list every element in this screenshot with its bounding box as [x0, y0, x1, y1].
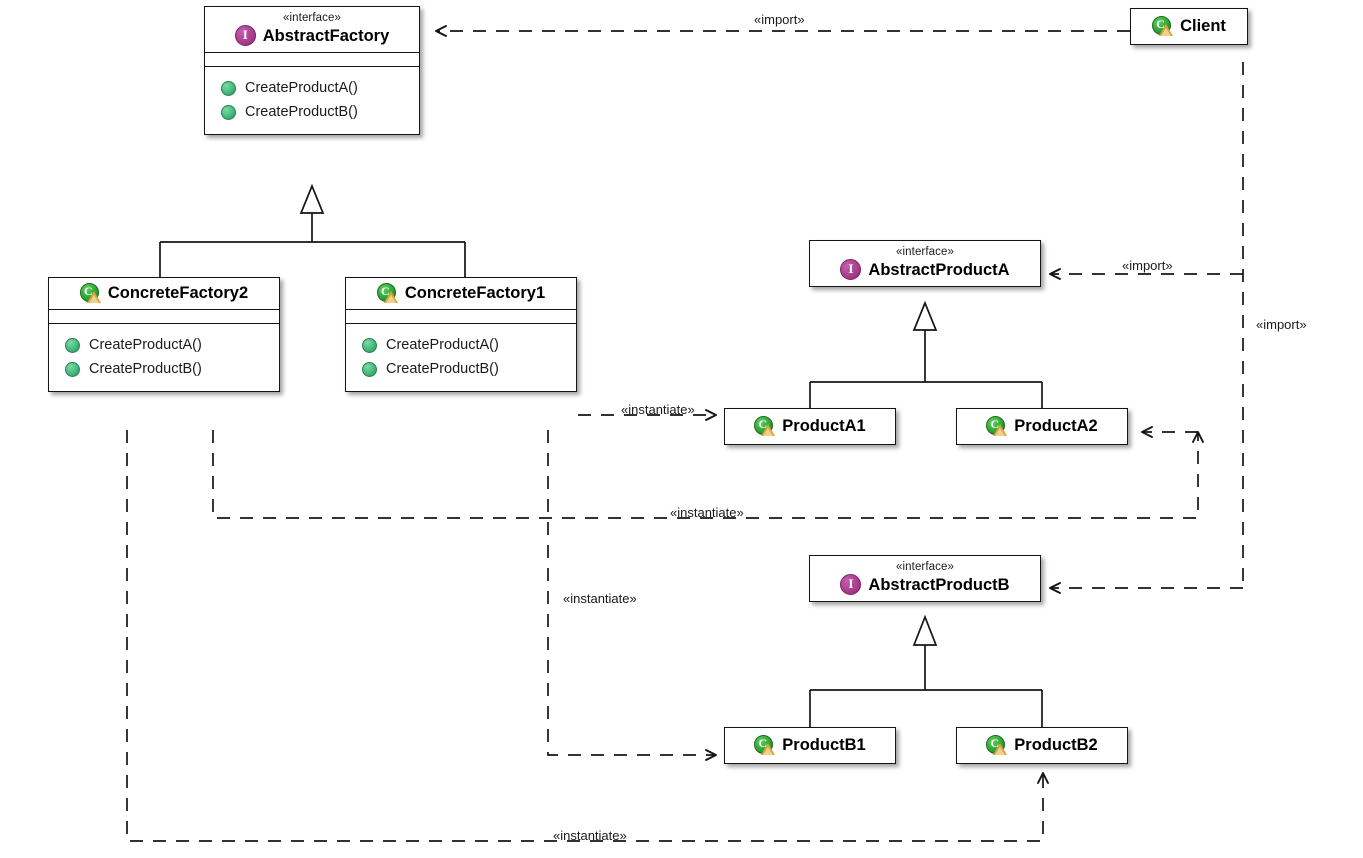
class-icon: C [754, 735, 776, 755]
node-title-row: C ProductB1 [739, 735, 881, 755]
member-label: CreateProductB() [386, 361, 499, 377]
method-icon [65, 337, 80, 353]
hollow-triangle-abstractproductb [912, 614, 938, 646]
member-row[interactable]: CreateProductB() [346, 357, 576, 381]
edge-producta-generalization-trunk [809, 352, 1043, 408]
class-node-product-a1[interactable]: C ProductA1 [724, 408, 896, 445]
hollow-triangle-abstractproducta [912, 300, 938, 331]
stereotype-label: «interface» [896, 561, 954, 573]
method-icon [221, 104, 236, 120]
member-row[interactable]: CreateProductA() [346, 333, 576, 357]
node-header: C ProductB2 [957, 728, 1127, 763]
stereotype-label: «interface» [896, 246, 954, 258]
node-title: ProductB2 [1014, 736, 1098, 754]
node-header: C ProductA2 [957, 409, 1127, 444]
class-node-concrete-factory-2[interactable]: C ConcreteFactory2 CreateProductA() Crea… [48, 277, 280, 392]
class-node-client[interactable]: C Client [1130, 8, 1248, 45]
node-title-row: C ConcreteFactory2 [61, 283, 267, 303]
class-node-abstract-product-a[interactable]: «interface» I AbstractProductA [809, 240, 1041, 287]
member-label: CreateProductB() [245, 104, 358, 120]
compartment-divider [205, 66, 419, 67]
class-node-concrete-factory-1[interactable]: C ConcreteFactory1 CreateProductA() Crea… [345, 277, 577, 392]
member-row[interactable]: CreateProductA() [49, 333, 279, 357]
member-row[interactable]: CreateProductA() [205, 76, 419, 100]
node-header: «interface» I AbstractProductB [810, 556, 1040, 601]
method-icon [65, 361, 80, 377]
node-title-row: C ProductB2 [971, 735, 1113, 755]
class-node-abstract-factory[interactable]: «interface» I AbstractFactory CreateProd… [204, 6, 420, 135]
method-icon [362, 337, 377, 353]
node-header: «interface» I AbstractFactory [205, 7, 419, 52]
compartment-divider [205, 52, 419, 53]
attributes-compartment [346, 310, 576, 323]
edge-label-instantiate-producta1: «instantiate» [621, 402, 695, 417]
edge-productb-generalization-trunk [809, 667, 1043, 727]
node-header: C ConcreteFactory1 [346, 278, 576, 309]
member-label: CreateProductA() [89, 337, 202, 353]
node-title: AbstractProductB [868, 575, 1010, 594]
class-node-product-a2[interactable]: C ProductA2 [956, 408, 1128, 445]
node-title-row: C ProductA1 [739, 416, 881, 436]
interface-icon: I [234, 25, 256, 46]
class-icon: C [754, 416, 776, 436]
edge-label-instantiate-productb2: «instantiate» [553, 828, 627, 843]
class-node-abstract-product-b[interactable]: «interface» I AbstractProductB [809, 555, 1041, 602]
member-label: CreateProductB() [89, 361, 202, 377]
edge-label-instantiate-productb1: «instantiate» [563, 591, 637, 606]
node-header: C Client [1131, 9, 1247, 44]
node-title: AbstractFactory [262, 26, 390, 45]
node-header: C ConcreteFactory2 [49, 278, 279, 309]
edge-label-import-abstractfactory: «import» [754, 12, 805, 27]
methods-compartment: CreateProductA() CreateProductB() [49, 324, 279, 391]
node-title-row: I AbstractProductA [822, 259, 1028, 280]
edge-concretefactory2-instantiates-productb2 [126, 430, 1049, 842]
node-title-row: I AbstractProductB [822, 574, 1028, 595]
node-title: ProductB1 [782, 736, 866, 754]
member-label: CreateProductA() [386, 337, 499, 353]
node-title-row: C Client [1145, 16, 1233, 36]
compartment-divider [346, 309, 576, 310]
class-icon: C [986, 735, 1008, 755]
node-title: ProductA1 [782, 417, 866, 435]
member-row[interactable]: CreateProductB() [49, 357, 279, 381]
node-header: C ProductA1 [725, 409, 895, 444]
attributes-compartment [49, 310, 279, 323]
attributes-compartment [205, 53, 419, 66]
class-icon: C [376, 283, 398, 303]
edge-label-import-abstractproducta: «import» [1122, 258, 1173, 273]
member-row[interactable]: CreateProductB() [205, 100, 419, 124]
method-icon [221, 80, 236, 96]
class-icon: C [79, 283, 101, 303]
edge-label-instantiate-producta2: «instantiate» [670, 505, 744, 520]
interface-icon: I [840, 574, 862, 595]
method-icon [362, 361, 377, 377]
node-title: ProductA2 [1014, 417, 1098, 435]
node-header: «interface» I AbstractProductA [810, 241, 1040, 286]
node-title: AbstractProductA [868, 260, 1010, 279]
class-node-product-b2[interactable]: C ProductB2 [956, 727, 1128, 764]
node-title: ConcreteFactory1 [404, 284, 546, 302]
class-icon: C [986, 416, 1008, 436]
node-title-row: I AbstractFactory [217, 25, 407, 46]
edge-label-import-abstractproductb: «import» [1256, 317, 1307, 332]
node-title-row: C ConcreteFactory1 [358, 283, 564, 303]
interface-icon: I [840, 259, 862, 280]
compartment-divider [49, 309, 279, 310]
member-label: CreateProductA() [245, 80, 358, 96]
node-header: C ProductB1 [725, 728, 895, 763]
stereotype-label: «interface» [283, 12, 341, 24]
node-title-row: C ProductA2 [971, 416, 1113, 436]
node-title: Client [1180, 17, 1226, 35]
edge-factory-generalization-trunk [159, 213, 466, 277]
compartment-divider [49, 323, 279, 324]
methods-compartment: CreateProductA() CreateProductB() [205, 67, 419, 134]
hollow-triangle-abstractfactory [299, 183, 325, 214]
node-title: ConcreteFactory2 [107, 284, 249, 302]
class-icon: C [1152, 16, 1174, 36]
compartment-divider [346, 323, 576, 324]
methods-compartment: CreateProductA() CreateProductB() [346, 324, 576, 391]
class-node-product-b1[interactable]: C ProductB1 [724, 727, 896, 764]
